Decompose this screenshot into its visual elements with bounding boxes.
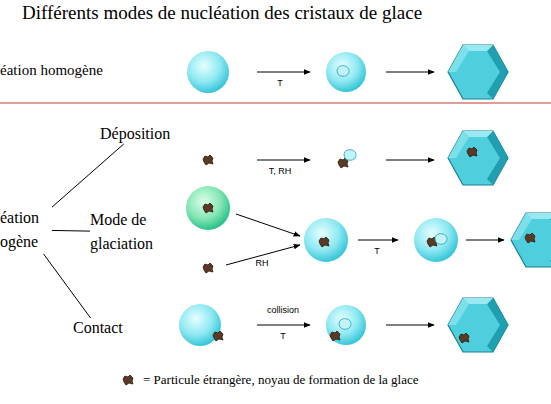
legend-particle <box>123 375 133 385</box>
mode-label-box: Contact <box>73 318 123 338</box>
deposition-row <box>203 131 508 185</box>
freezing-row <box>186 186 551 273</box>
mode-label-box: Déposition <box>100 124 170 144</box>
branch-line <box>52 144 124 207</box>
mode-label-box: Mode de glaciation <box>90 208 192 256</box>
legend-text: = Particule étrangère, noyau de formatio… <box>143 372 419 388</box>
separator-line <box>0 103 551 104</box>
contact-row <box>179 298 508 352</box>
arrow-condition: RH <box>256 258 269 268</box>
mode-label: Déposition <box>100 124 170 144</box>
diagram-title: Différents modes de nucléation des crist… <box>22 2 422 24</box>
mode-label-box: éation ogène <box>0 206 52 254</box>
arrow-condition: T, RH <box>269 166 292 176</box>
arrow-condition: T <box>277 78 283 88</box>
mode-label: Mode de glaciation <box>90 208 192 256</box>
arrow-condition: T <box>280 331 286 341</box>
arrow-condition: collision <box>267 305 299 315</box>
branch-line <box>44 254 91 318</box>
mode-label: Contact <box>73 318 123 338</box>
branch-line <box>52 230 90 232</box>
mode-label: éation homogène <box>0 62 103 79</box>
arrow-condition: T <box>374 246 380 256</box>
mode-label: éation ogène <box>0 206 52 254</box>
homogeneous-row <box>187 45 508 99</box>
